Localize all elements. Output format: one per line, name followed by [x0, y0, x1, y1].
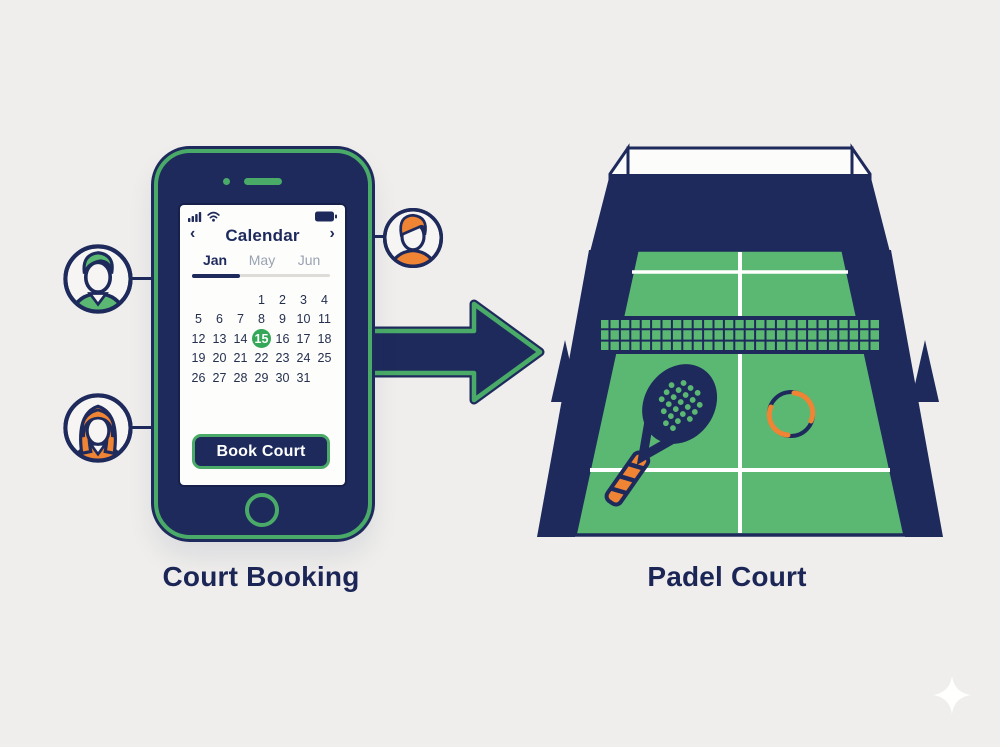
padel-ball-icon — [766, 390, 816, 438]
calendar-day-22[interactable]: 22 — [254, 351, 269, 366]
app-header: ‹ Calendar › — [180, 225, 345, 246]
month-tabs: Jan May Jun — [194, 252, 330, 268]
calendar-day-7[interactable]: 7 — [237, 312, 244, 327]
connector-line — [130, 277, 156, 280]
calendar-day-13[interactable]: 13 — [212, 331, 227, 346]
connector-line — [368, 235, 384, 238]
calendar-day-empty — [209, 290, 230, 310]
tab-underline-active — [192, 273, 240, 278]
calendar-day-26[interactable]: 26 — [191, 370, 206, 385]
calendar-day-11[interactable]: 11 — [318, 312, 331, 327]
calendar-day-3[interactable]: 3 — [300, 292, 307, 307]
calendar-day-10[interactable]: 10 — [296, 312, 311, 327]
calendar-day-empty — [230, 290, 251, 310]
app-title: Calendar — [225, 226, 300, 245]
calendar-day-18[interactable]: 18 — [317, 331, 332, 346]
right-post-spike — [911, 340, 939, 402]
signal-bars-icon — [188, 211, 202, 222]
book-court-button[interactable]: Book Court — [192, 434, 330, 469]
tab-may[interactable]: May — [248, 252, 276, 268]
calendar-day-empty — [188, 290, 209, 310]
calendar-day-empty — [314, 368, 335, 388]
tab-jan[interactable]: Jan — [202, 252, 228, 268]
calendar-day-28[interactable]: 28 — [233, 370, 248, 385]
tab-underline-track — [192, 274, 330, 277]
calendar-day-16[interactable]: 16 — [275, 331, 290, 346]
calendar-day-2[interactable]: 2 — [279, 292, 286, 307]
speaker-icon — [244, 178, 282, 185]
next-month-chevron-icon[interactable]: › — [329, 225, 335, 242]
calendar-day-20[interactable]: 20 — [212, 351, 227, 366]
right-caption: Padel Court — [647, 561, 807, 592]
padel-court-illustration — [537, 143, 943, 537]
calendar-day-25[interactable]: 25 — [317, 351, 332, 366]
calendar-day-29[interactable]: 29 — [254, 370, 269, 385]
calendar-day-12[interactable]: 12 — [191, 331, 206, 346]
court-back-wall — [589, 174, 891, 256]
calendar-day-24[interactable]: 24 — [296, 351, 311, 366]
battery-icon — [315, 211, 337, 221]
calendar-day-4[interactable]: 4 — [321, 292, 328, 307]
calendar-day-5[interactable]: 5 — [195, 312, 202, 327]
calendar-day-19[interactable]: 19 — [191, 351, 206, 366]
calendar-day-31[interactable]: 31 — [296, 370, 311, 385]
camera-dot-icon — [223, 178, 230, 185]
wifi-icon — [207, 211, 220, 222]
prev-month-chevron-icon[interactable]: ‹ — [190, 225, 196, 242]
court-net-icon — [593, 310, 887, 358]
calendar-day-30[interactable]: 30 — [275, 370, 290, 385]
calendar-day-1[interactable]: 1 — [258, 292, 265, 307]
calendar-day-27[interactable]: 27 — [212, 370, 227, 385]
calendar-day-17[interactable]: 17 — [296, 331, 311, 346]
left-caption: Court Booking — [162, 561, 360, 592]
calendar-day-23[interactable]: 23 — [275, 351, 290, 366]
tab-jun[interactable]: Jun — [297, 252, 321, 268]
calendar-day-9[interactable]: 9 — [279, 312, 286, 327]
calendar-day-21[interactable]: 21 — [233, 351, 248, 366]
user-avatar-green-man-icon — [63, 244, 133, 314]
calendar-day-6[interactable]: 6 — [216, 312, 223, 327]
status-bar — [188, 210, 337, 222]
calendar-day-14[interactable]: 14 — [233, 331, 248, 346]
user-avatar-orange-man-icon — [382, 207, 444, 269]
home-button-ring-icon[interactable] — [245, 493, 279, 527]
padel-racket-icon — [604, 364, 718, 507]
calendar-day-15[interactable]: 15 — [252, 329, 271, 349]
sparkle-icon — [932, 675, 972, 715]
right-arrow-icon — [336, 299, 545, 405]
user-avatar-orange-woman-icon — [63, 393, 133, 463]
calendar-day-8[interactable]: 8 — [258, 312, 265, 327]
left-post-spike — [551, 340, 579, 402]
connector-line — [130, 426, 156, 429]
